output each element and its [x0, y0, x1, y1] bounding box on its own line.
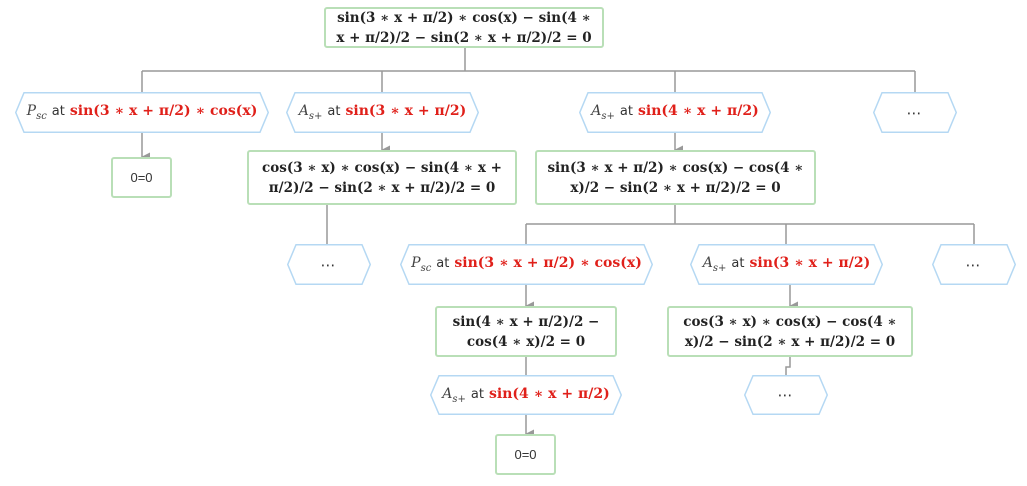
rule-node-more-3[interactable]: ⋯ [931, 244, 1017, 285]
result-text: sin(4 ∗ x + π/2)/2 − cos(4 ∗ x)/2 = 0 [452, 313, 600, 350]
at-label: at [731, 256, 745, 272]
target-expression: sin(4 ∗ x + π/2) [638, 103, 759, 120]
at-label: at [436, 256, 450, 272]
result-text: 0=0 [514, 446, 537, 462]
at-label: at [51, 104, 65, 120]
result-text: cos(3 ∗ x) ∗ cos(x) − sin(4 ∗ x + π/2)/2… [262, 159, 502, 196]
ellipsis-label: ⋯ [320, 255, 338, 274]
rule-node-as-2[interactable]: As+ at sin(4 ∗ x + π/2) [578, 92, 772, 133]
rule-node-psc-2[interactable]: Psc at sin(3 ∗ x + π/2) ∗ cos(x) [399, 244, 654, 285]
result-text: cos(3 ∗ x) ∗ cos(x) − cos(4 ∗ x)/2 − sin… [683, 313, 897, 350]
rule-node-psc-1[interactable]: Psc at sin(3 ∗ x + π/2) ∗ cos(x) [14, 92, 270, 133]
rule-node-more-2[interactable]: ⋯ [286, 244, 372, 285]
rule-node-more-4[interactable]: ⋯ [743, 375, 829, 415]
at-label: at [327, 104, 341, 120]
at-label: at [619, 104, 633, 120]
ellipsis-label: ⋯ [777, 386, 795, 404]
operator-label: As+ [442, 385, 466, 405]
rule-node-more-1[interactable]: ⋯ [872, 92, 958, 133]
result-text: 0=0 [130, 169, 153, 185]
result-equation-5[interactable]: sin(4 ∗ x + π/2)/2 − cos(4 ∗ x)/2 = 0 [435, 306, 617, 357]
operator-label: As+ [591, 103, 615, 122]
result-equation-1[interactable]: 0=0 [111, 157, 172, 198]
target-expression: sin(3 ∗ x + π/2) [749, 255, 871, 272]
edge-e6-dots [785, 357, 791, 375]
target-expression: sin(3 ∗ x + π/2) ∗ cos(x) [454, 255, 642, 272]
rule-node-as-3[interactable]: As+ at sin(3 ∗ x + π/2) [689, 244, 884, 285]
ellipsis-label: ⋯ [965, 255, 983, 274]
at-label: at [470, 386, 484, 402]
operator-label: As+ [702, 255, 727, 274]
target-expression: sin(3 ∗ x + π/2) [345, 103, 467, 120]
result-equation-6[interactable]: cos(3 ∗ x) ∗ cos(x) − cos(4 ∗ x)/2 − sin… [667, 306, 913, 357]
operator-label: As+ [298, 103, 323, 122]
target-expression: sin(3 ∗ x + π/2) ∗ cos(x) [69, 103, 258, 120]
rule-node-as-4[interactable]: As+ at sin(4 ∗ x + π/2) [429, 375, 623, 415]
root-equation-text: sin(3 ∗ x + π/2) ∗ cos(x) − sin(4 ∗ x + … [336, 9, 592, 46]
rule-node-as-1[interactable]: As+ at sin(3 ∗ x + π/2) [285, 92, 480, 133]
result-text: sin(3 ∗ x + π/2) ∗ cos(x) − cos(4 ∗ x)/2… [547, 159, 804, 196]
result-equation-8[interactable]: 0=0 [495, 434, 556, 475]
operator-label: Psc [411, 255, 432, 274]
result-equation-3[interactable]: sin(3 ∗ x + π/2) ∗ cos(x) − cos(4 ∗ x)/2… [535, 150, 816, 205]
result-equation-2[interactable]: cos(3 ∗ x) ∗ cos(x) − sin(4 ∗ x + π/2)/2… [247, 150, 517, 205]
target-expression: sin(4 ∗ x + π/2) [489, 385, 610, 402]
ellipsis-label: ⋯ [906, 103, 924, 122]
root-equation[interactable]: sin(3 ∗ x + π/2) ∗ cos(x) − sin(4 ∗ x + … [324, 7, 604, 48]
operator-label: Psc [26, 103, 47, 122]
